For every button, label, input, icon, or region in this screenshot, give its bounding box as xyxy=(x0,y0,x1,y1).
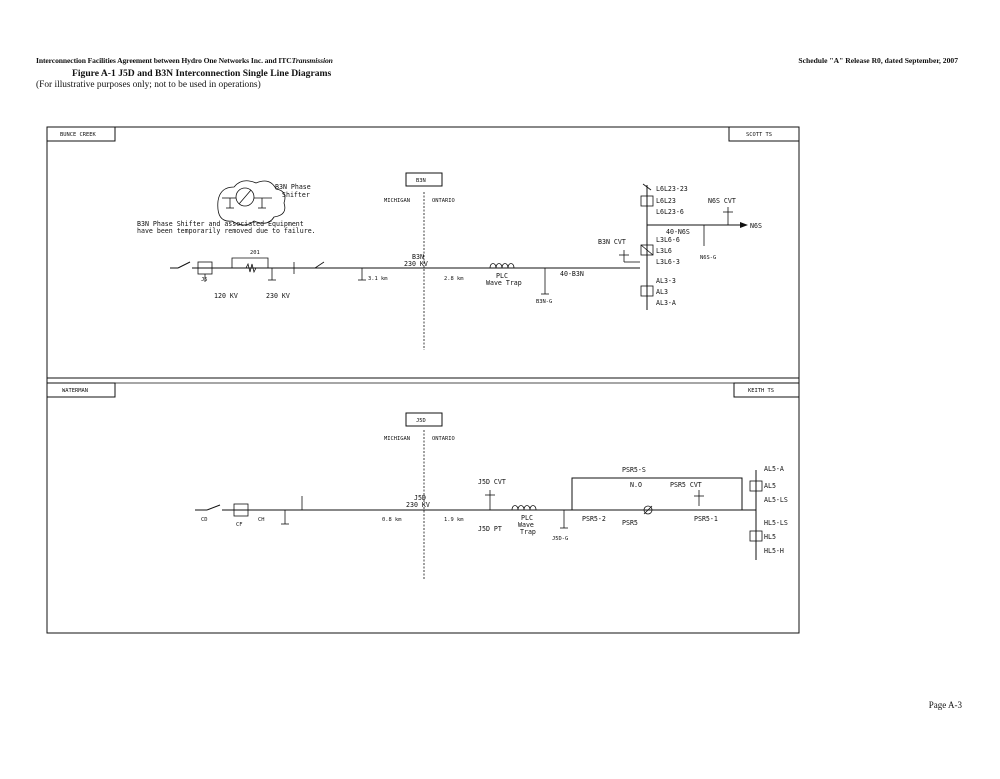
distance-left-bottom: 0.8 km xyxy=(382,517,401,523)
label-hl5-ls: HL5-LS xyxy=(764,519,788,527)
breaker-l6l23 xyxy=(640,195,654,207)
bottom-panel: WATERMAN KEITH TS J5D MICHIGAN ONTARIO C… xyxy=(46,382,800,580)
label-al3-a: AL3-A xyxy=(656,299,676,307)
station-box-waterman xyxy=(46,382,116,398)
phase-shifter-symbol xyxy=(235,187,255,207)
label-l3l6: L3L6 xyxy=(656,247,672,255)
breaker-l3l6 xyxy=(640,244,654,256)
station-label-scott-ts: SCOTT TS xyxy=(746,132,772,138)
side-label-ontario-bottom: ONTARIO xyxy=(432,436,455,442)
side-label-michigan-bottom: MICHIGAN xyxy=(384,436,410,442)
breaker-cd xyxy=(206,504,221,511)
wave-trap-label-bottom-1: PLC xyxy=(521,514,533,522)
diagram-frame xyxy=(46,126,800,634)
line-label-230kv-bottom: 230 KV xyxy=(406,501,430,509)
wave-trap-label-top-2: Wave Trap xyxy=(486,279,522,287)
line-label-b3n: B3N xyxy=(412,253,424,261)
label-hl5-h: HL5-H xyxy=(764,547,784,555)
label-l6l23: L6L23 xyxy=(656,197,676,205)
phase-shifter-label-2: Shifter xyxy=(282,191,310,199)
switch-201-resistor xyxy=(245,262,257,274)
label-psr5-cvt: PSR5 CVT xyxy=(670,481,702,489)
pt-label-j5d: J5D PT xyxy=(478,525,502,533)
document-header-left: Interconnection Facilities Agreement bet… xyxy=(36,56,333,65)
breaker-hl5 xyxy=(749,530,763,542)
label-al5-a: AL5-A xyxy=(764,465,784,473)
circuit-label-j5d: J5D xyxy=(416,418,426,424)
label-hl5: HL5 xyxy=(764,533,776,541)
wave-trap-label-bottom-3: Trap xyxy=(520,528,536,536)
removal-note-line-1: B3N Phase Shifter and associated Equipme… xyxy=(137,220,304,228)
psr5-bypass-loop xyxy=(571,477,743,510)
station-label-keith-ts: KEITH TS xyxy=(748,388,774,394)
ground-switch-b3n-g: B3N-G xyxy=(536,299,552,305)
line-label-j5d: J5D xyxy=(414,494,426,502)
n6s-g-label: N6S-G xyxy=(700,255,716,261)
distance-right-top: 2.8 km xyxy=(444,276,463,282)
line-label-230kv-top: 230 KV xyxy=(404,260,428,268)
kv-230-left-label: 230 KV xyxy=(266,292,290,300)
figure-title: Figure A-1 J5D and B3N Interconnection S… xyxy=(72,68,332,79)
station-box-bunce-creek xyxy=(46,126,116,142)
wave-trap-label-bottom-2: Wave xyxy=(518,521,534,529)
label-ch: CH xyxy=(258,517,265,523)
label-cd: CD xyxy=(201,517,208,523)
label-al5-ls: AL5-LS xyxy=(764,496,788,504)
header-italic: Transmission xyxy=(291,56,333,65)
kv-120-label: 120 KV xyxy=(214,292,238,300)
label-psr5-s: PSR5-S xyxy=(622,466,646,474)
circuit-box-j5d xyxy=(405,412,443,427)
label-cf: CF xyxy=(236,522,243,528)
side-label-ontario-top: ONTARIO xyxy=(432,198,455,204)
label-psr5-2: PSR5-2 xyxy=(582,515,606,523)
distance-right-bottom: 1.9 km xyxy=(444,517,463,523)
removal-note-line-2: have been temporarily removed due to fai… xyxy=(137,227,316,235)
label-al3: AL3 xyxy=(656,288,668,296)
j5-label: J5 xyxy=(201,277,208,283)
label-psr5-1: PSR5-1 xyxy=(694,515,718,523)
label-al3-3: AL3-3 xyxy=(656,277,676,285)
wave-trap-top xyxy=(489,263,515,269)
switch-201-label: 201 xyxy=(250,250,260,256)
line-end-label-40-b3n: 40-B3N xyxy=(560,270,584,278)
breaker-al5 xyxy=(749,480,763,492)
document-header-right: Schedule "A" Release R0, dated September… xyxy=(798,56,958,65)
phase-shifter-label-1: B3N Phase xyxy=(275,183,311,191)
label-l6l23-23: L6L23-23 xyxy=(656,185,688,193)
circuit-box-b3n xyxy=(405,172,443,187)
circuit-label-b3n: B3N xyxy=(416,178,426,184)
n6s-arrow-icon xyxy=(740,222,748,228)
page-number: Page A-3 xyxy=(928,700,962,710)
label-al5: AL5 xyxy=(764,482,776,490)
label-l6l23-6: L6L23-6 xyxy=(656,208,684,216)
wave-trap-label-top-1: PLC xyxy=(496,272,508,280)
breaker-al3 xyxy=(640,285,654,297)
label-no: N.O xyxy=(630,481,642,489)
n6s-cvt-label: N6S CVT xyxy=(708,197,736,205)
phase-shifter-cloud xyxy=(217,180,286,226)
switch-201-loop xyxy=(231,257,269,268)
station-label-waterman: WATERMAN xyxy=(62,388,88,394)
top-panel: BUNCE CREEK SCOTT TS B3N MICHIGAN ONTARI… xyxy=(46,126,800,350)
psr5-symbol xyxy=(643,505,653,515)
station-box-scott-ts xyxy=(728,126,800,142)
side-label-michigan-top: MICHIGAN xyxy=(384,198,410,204)
n6s-out-label: N6S xyxy=(750,222,762,230)
station-label-bunce-creek: BUNCE CREEK xyxy=(60,132,96,138)
label-l3l6-6: L3L6-6 xyxy=(656,236,680,244)
wave-trap-bottom xyxy=(511,505,537,511)
cvt-label-j5d: J5D CVT xyxy=(478,478,506,486)
distance-left-top: 3.1 km xyxy=(368,276,387,282)
cf-device xyxy=(233,503,249,517)
cvt-label-b3n: B3N CVT xyxy=(598,238,626,246)
figure-subtitle: (For illustrative purposes only; not to … xyxy=(36,80,261,90)
n6s-40-label: 40-N6S xyxy=(666,228,690,236)
label-l3l6-3: L3L6-3 xyxy=(656,258,680,266)
breaker-left xyxy=(177,261,191,269)
label-psr5: PSR5 xyxy=(622,519,638,527)
ground-switch-j5d-g: J5D-G xyxy=(552,536,568,542)
station-box-keith-ts xyxy=(733,382,800,398)
